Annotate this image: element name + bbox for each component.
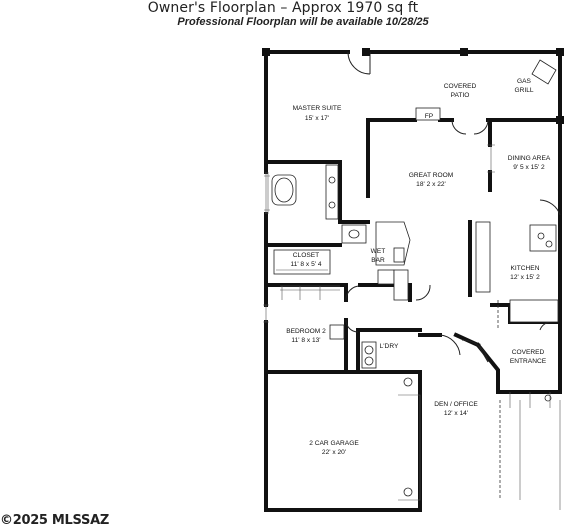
fireplace-label: FP <box>425 113 434 120</box>
posts <box>262 48 564 124</box>
dining-area-size: 9' 5 x 15' 2 <box>513 164 545 171</box>
covered-patio-label: COVERED <box>444 83 477 90</box>
windows <box>263 144 561 510</box>
great-room-size: 18' 2 x 22' <box>416 181 446 188</box>
laundry-label: L'DRY <box>380 343 399 350</box>
garage-size: 22' x 20' <box>322 449 346 456</box>
great-room-label: GREAT ROOM <box>409 172 453 179</box>
covered-entrance-label-line2: ENTRANCE <box>510 358 547 365</box>
bedroom-2-label: BEDROOM 2 <box>286 328 326 335</box>
wet-bar-label-line2: BAR <box>371 257 385 264</box>
master-suite-label: MASTER SUITE <box>293 105 342 112</box>
page-title: Owner's Floorplan – Approx 1970 sq ft <box>147 0 419 16</box>
fixtures <box>271 59 559 497</box>
kitchen-label: KITCHEN <box>511 265 540 272</box>
master-suite-size: 15' x 17' <box>305 115 329 122</box>
covered-patio-label-line2: PATIO <box>451 92 470 99</box>
closet-label: CLOSET <box>293 252 319 259</box>
closet-size: 11' 8 x 5' 4 <box>291 261 322 268</box>
den-office-size: 12' x 14' <box>444 410 468 417</box>
bedroom-2-size: 11' 8 x 13' <box>291 337 320 344</box>
kitchen-size: 12' x 15' 2 <box>510 274 540 281</box>
wet-bar-label: WET <box>371 248 386 255</box>
page-subtitle: Professional Floorplan will be available… <box>177 16 429 28</box>
dining-area-label: DINING AREA <box>508 155 551 162</box>
den-office-label: DEN / OFFICE <box>434 401 478 408</box>
door-swings <box>345 51 561 363</box>
copyright-watermark: ©2025 MLSSAZ <box>0 513 109 528</box>
garage-label: 2 CAR GARAGE <box>309 440 359 447</box>
covered-entrance-label: COVERED <box>512 349 545 356</box>
gas-grill-label: GAS <box>517 78 532 85</box>
gas-grill-label-line2: GRILL <box>514 87 533 94</box>
